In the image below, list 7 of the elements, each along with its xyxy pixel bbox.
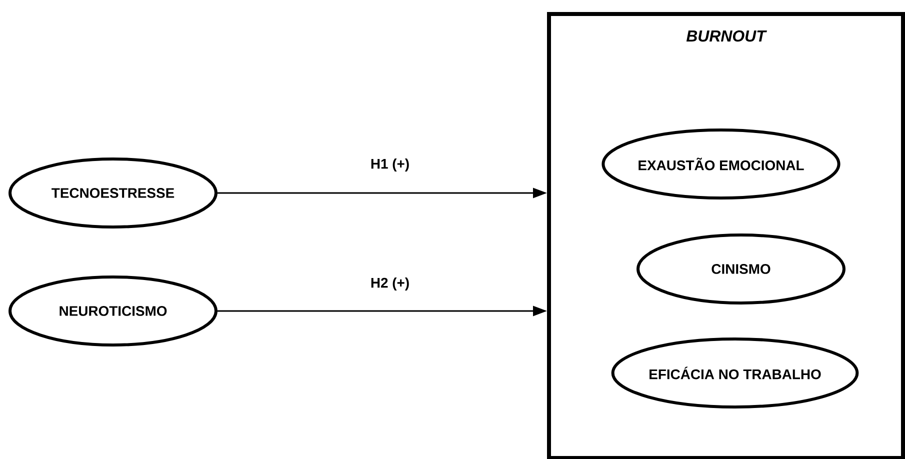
- ellipse-node: CINISMO: [636, 233, 846, 304]
- ellipse-node: EFICÁCIA NO TRABALHO: [611, 337, 859, 408]
- ellipse-node: TECNOESTRESSE: [8, 157, 218, 228]
- ellipse-node: NEUROTICISMO: [8, 275, 218, 346]
- ellipse-node: EXAUSTÃO EMOCIONAL: [602, 128, 840, 200]
- edge-label: H1 (+): [371, 158, 409, 172]
- edge-label: H2 (+): [371, 277, 409, 290]
